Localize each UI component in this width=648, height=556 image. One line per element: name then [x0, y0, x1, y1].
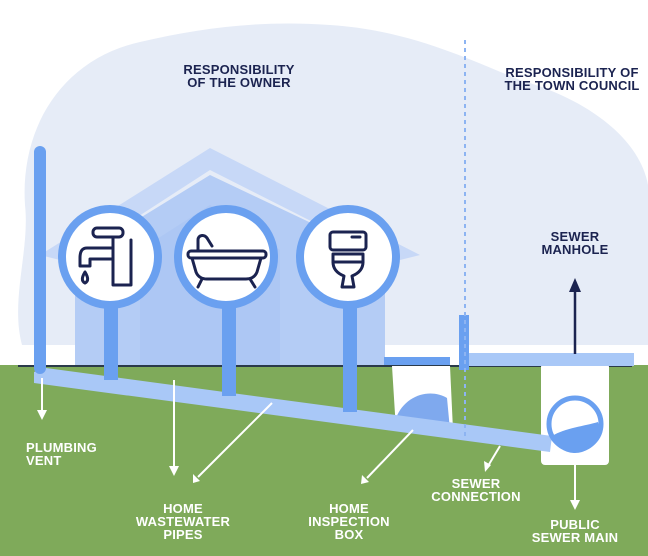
pointer-arrows: [37, 378, 580, 510]
toilet-fixture: [296, 205, 400, 309]
bathtub-icon: [186, 234, 268, 289]
owner-responsibility-label: RESPONSIBILITY OF THE OWNER: [183, 62, 295, 90]
faucet-icon: [78, 226, 133, 287]
pipes-arrow-2: [197, 402, 273, 478]
manhole-arrow-head: [569, 278, 581, 292]
vent-pipe: [34, 146, 46, 374]
sewer-main-water: [552, 422, 600, 454]
connection-pipe-upper: [459, 315, 469, 370]
inspection-box-lid: [384, 357, 450, 365]
toilet-icon: [328, 230, 368, 289]
branch-pipe-1: [104, 300, 118, 380]
home-wastewater-pipes-label: HOME WASTEWATER PIPES: [135, 501, 231, 542]
sidewalk-slab: [462, 353, 634, 366]
branch-pipe-2: [222, 300, 236, 396]
sewer-connection-label: SEWER CONNECTION: [431, 476, 521, 504]
inspection-arrow: [366, 429, 414, 479]
ground: [0, 365, 648, 556]
home-inspection-box-label: HOME INSPECTION BOX: [308, 501, 390, 542]
connection-arrow: [487, 445, 501, 467]
branch-pipe-3: [343, 300, 357, 412]
bathtub-fixture: [174, 205, 278, 309]
council-responsibility-label: RESPONSIBILITY OF THE TOWN COUNCIL: [504, 65, 640, 93]
sewer-manhole-label: SEWER MANHOLE: [541, 229, 609, 257]
house-sewer-pipe: [34, 368, 552, 452]
faucet-fixture: [58, 205, 162, 309]
plumbing-vent-label: PLUMBING VENT: [26, 440, 97, 468]
public-sewer-main-label: PUBLIC SEWER MAIN: [531, 517, 619, 545]
